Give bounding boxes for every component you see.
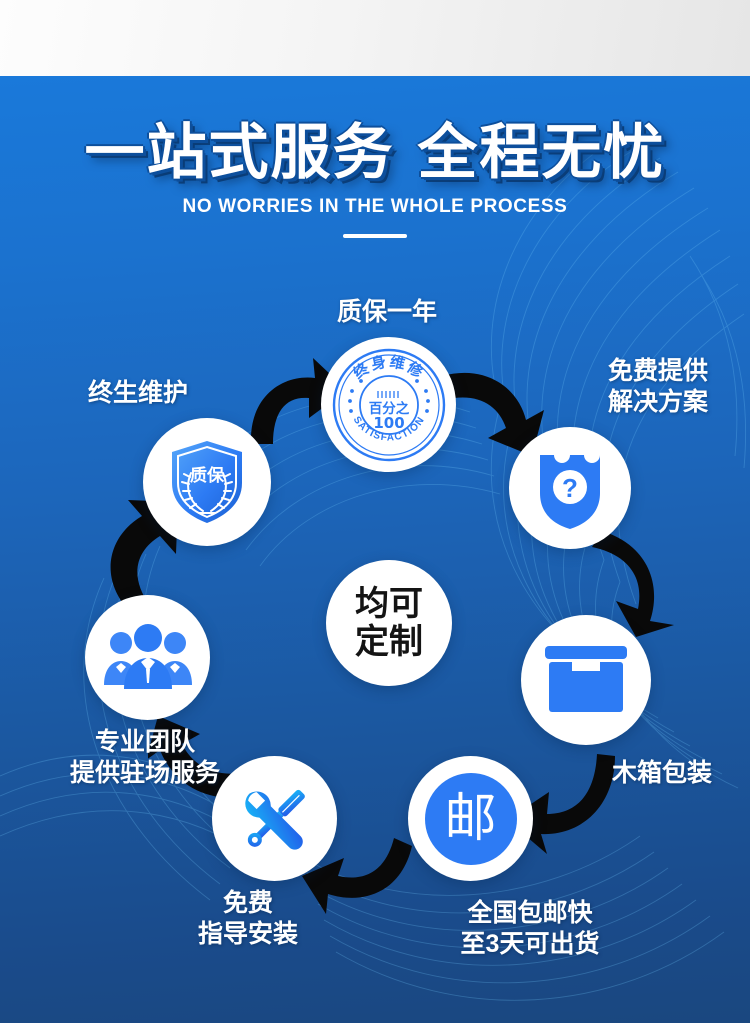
- team-icon: [103, 623, 192, 689]
- label-free-solution-line2: 解决方案: [608, 387, 709, 416]
- label-pro-team-line2: 提供驻场服务: [69, 758, 220, 787]
- node-free-shipping: 邮: [408, 756, 533, 881]
- top-white-strip: [0, 0, 750, 76]
- box-icon: [545, 646, 627, 712]
- arrow-maint-to-warranty: [250, 358, 347, 444]
- mail-icon: 邮: [424, 772, 517, 865]
- center-custom-line2: 定制: [355, 622, 423, 662]
- label-free-solution-line1: 免费提供: [608, 357, 709, 385]
- label-warranty-year: 质保一年: [336, 298, 437, 326]
- node-free-install: [212, 756, 337, 881]
- shield-guarantee-icon: 质保: [167, 436, 247, 528]
- shield-badge-text-line1: 质保: [190, 465, 225, 486]
- label-pro-team: 专业团队 提供驻场服务: [0, 727, 290, 788]
- label-free-install-line1: 免费: [222, 889, 273, 917]
- node-warranty-year: 终身维修 百分之 100 SATISFACTION: [321, 337, 456, 472]
- badge-center-line2: 100: [373, 414, 404, 432]
- page-title: 一站式服务 全程无忧: [84, 118, 666, 188]
- seal-badge-icon: 终身维修 百分之 100 SATISFACTION: [332, 348, 445, 461]
- arrow-warranty-to-solution: [442, 372, 544, 456]
- node-pro-team: [85, 595, 210, 720]
- mail-icon-glyph: 邮: [444, 788, 497, 849]
- arrow-packing-to-shipping: [507, 754, 615, 854]
- center-custom-line1: 均可: [355, 583, 423, 624]
- label-free-install: 免费 指导安装: [148, 888, 348, 949]
- center-custom-text: 均可 定制: [355, 585, 423, 661]
- label-free-shipping-line1: 全国包邮快: [467, 899, 593, 927]
- arrow-team-to-maint: [110, 500, 178, 612]
- label-lifetime-maint: 终生维护: [87, 379, 188, 407]
- node-lifetime-maint: 质保: [143, 418, 271, 546]
- label-free-install-line2: 指导安装: [197, 919, 298, 948]
- label-free-shipping: 全国包邮快 至3天可出货: [400, 898, 660, 959]
- node-wood-packing: [521, 615, 651, 745]
- badge-center-line1: 百分之: [368, 400, 409, 417]
- label-pro-team-line1: 专业团队: [94, 728, 195, 756]
- label-wood-packing: 木箱包装: [612, 759, 713, 787]
- shield-question-icon: ?: [540, 455, 600, 529]
- label-free-shipping-line2: 至3天可出货: [460, 929, 600, 958]
- node-center-custom: 均可 定制: [326, 560, 452, 686]
- node-free-solution: ?: [509, 427, 631, 549]
- label-free-solution: 免费提供 解决方案: [608, 356, 708, 417]
- svg-text:?: ?: [562, 473, 578, 503]
- arrow-solution-to-packing: [592, 531, 674, 637]
- arrow-shipping-to-install: [302, 838, 412, 914]
- tools-icon: [244, 789, 305, 850]
- title-divider: [343, 234, 407, 238]
- page-subtitle: NO WORRIES IN THE WHOLE PROCESS: [182, 196, 568, 217]
